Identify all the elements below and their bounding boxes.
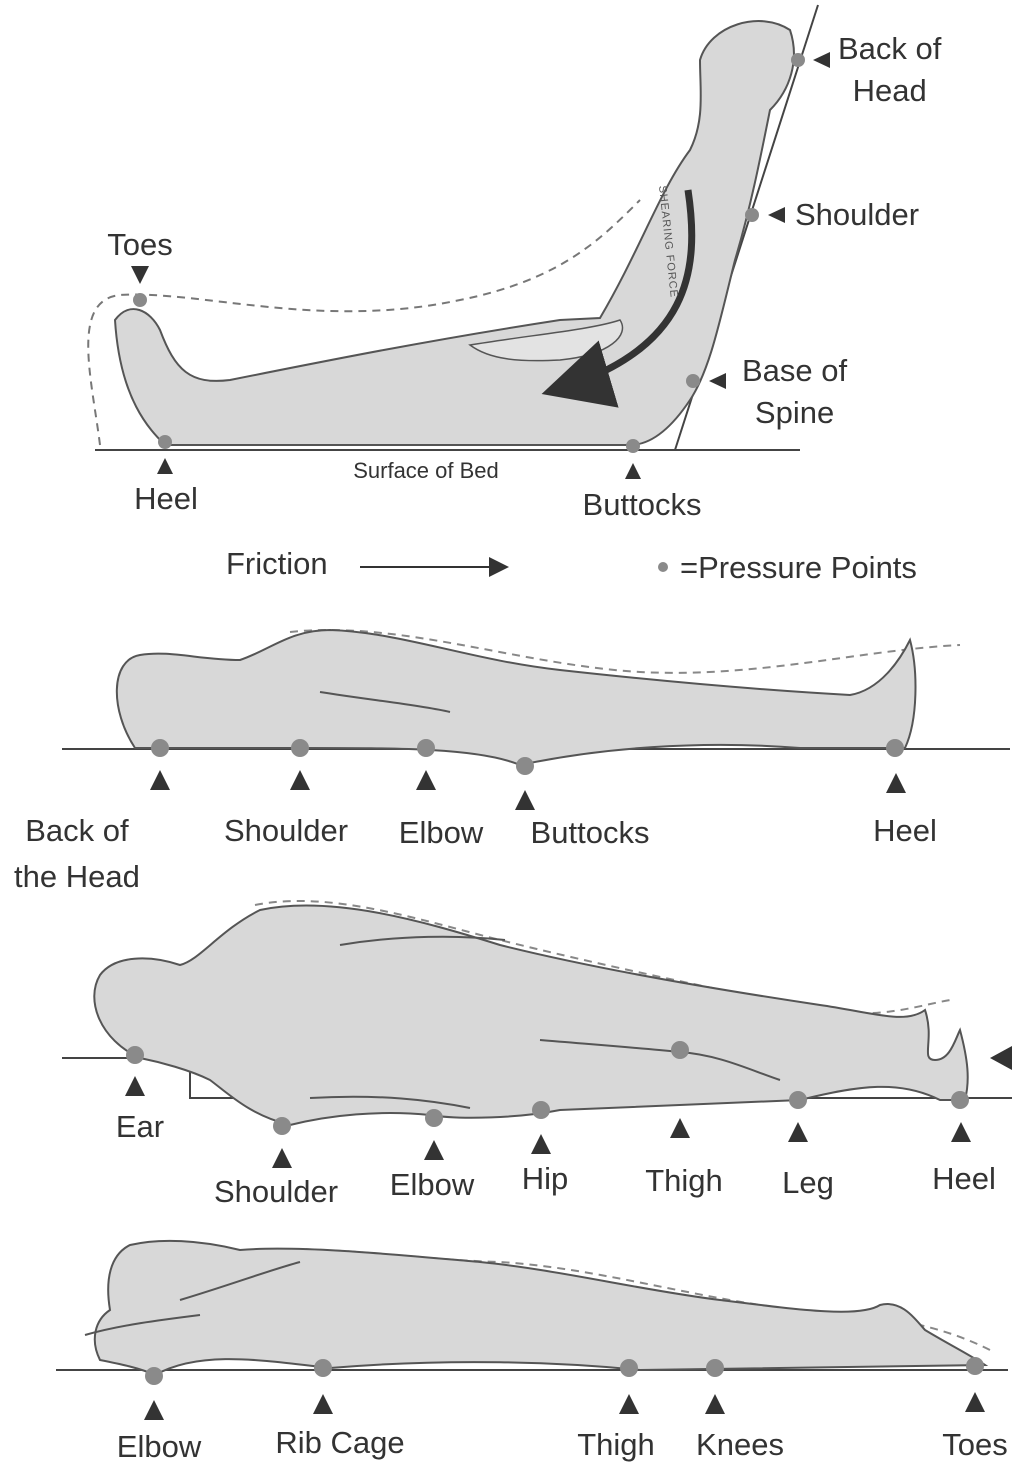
- label-toes-1: Toes: [107, 226, 172, 263]
- side-lying-body: [94, 905, 967, 1125]
- pressure-point-elbow-4: [145, 1367, 163, 1385]
- pointer-thigh-3: [670, 1118, 690, 1138]
- pressure-point-ear: [126, 1046, 144, 1064]
- label-shoulder-1: Shoulder: [795, 196, 919, 233]
- pointer-base-of-spine: [709, 373, 726, 389]
- label-shoulder-2: Shoulder: [224, 812, 348, 849]
- pressure-point-base-of-spine: [686, 374, 700, 388]
- label-toes-4: Toes: [942, 1426, 1007, 1463]
- pointer-toes-4: [965, 1392, 985, 1412]
- pressure-point-elbow-2: [417, 739, 435, 757]
- label-base-of-spine-line1: Base of: [742, 350, 847, 392]
- pressure-point-rib-cage: [314, 1359, 332, 1377]
- label-surface-of-bed: Surface of Bed: [353, 458, 499, 484]
- pointer-back-of-the-head: [150, 770, 170, 790]
- pointer-heel-3: [951, 1122, 971, 1142]
- pointer-buttocks-2: [515, 790, 535, 810]
- pointer-rib-cage: [313, 1394, 333, 1414]
- label-pressure-points-legend: =Pressure Points: [680, 549, 917, 586]
- pointer-shoulder-2: [290, 770, 310, 790]
- pointer-leg: [788, 1122, 808, 1142]
- pressure-point-knees: [706, 1359, 724, 1377]
- label-buttocks-2: Buttocks: [531, 814, 650, 851]
- label-heel-2: Heel: [873, 812, 937, 849]
- pressure-point-shoulder-2: [291, 739, 309, 757]
- pressure-point-thigh-4: [620, 1359, 638, 1377]
- label-elbow-3: Elbow: [390, 1166, 474, 1203]
- pressure-point-heel: [158, 435, 172, 449]
- pointer-shoulder: [768, 207, 785, 223]
- figure-prone: [56, 1241, 1008, 1420]
- label-friction: Friction: [226, 545, 328, 582]
- label-thigh-3: Thigh: [645, 1162, 723, 1199]
- pressure-point-toes-4: [966, 1357, 984, 1375]
- pressure-point-buttocks: [626, 439, 640, 453]
- pointer-thigh-4: [619, 1394, 639, 1414]
- legend-pressure-point-dot: [658, 562, 668, 572]
- label-buttocks-1: Buttocks: [583, 486, 702, 523]
- pointer-heel-2: [886, 773, 906, 793]
- pointer-back-of-head: [813, 52, 830, 68]
- label-shoulder-3: Shoulder: [214, 1173, 338, 1210]
- pointer-elbow-4: [144, 1400, 164, 1420]
- label-thigh-4: Thigh: [577, 1426, 655, 1463]
- pressure-point-elbow-3: [425, 1109, 443, 1127]
- pointer-toes: [131, 266, 149, 284]
- figure-seated: [88, 5, 830, 479]
- label-back-of-the-head-line1: Back of: [14, 808, 140, 854]
- pressure-point-back-of-head: [791, 53, 805, 67]
- label-back-of-head-line2: Head: [838, 70, 941, 112]
- label-hip: Hip: [522, 1160, 569, 1197]
- pointer-side-right: [990, 1046, 1012, 1070]
- pressure-point-heel-2: [886, 739, 904, 757]
- pointer-heel: [157, 458, 173, 474]
- label-knees: Knees: [696, 1426, 784, 1463]
- label-leg: Leg: [782, 1164, 834, 1201]
- pointer-buttocks: [625, 463, 641, 479]
- label-back-of-head-line1: Back of: [838, 28, 941, 70]
- pointer-knees: [705, 1394, 725, 1414]
- label-back-of-the-head-line2: the Head: [14, 854, 140, 900]
- pressure-point-toes: [133, 293, 147, 307]
- pressure-point-thigh-3: [671, 1041, 689, 1059]
- label-elbow-2: Elbow: [399, 814, 483, 851]
- prone-body: [95, 1241, 985, 1375]
- label-rib-cage: Rib Cage: [275, 1424, 404, 1461]
- label-heel-1: Heel: [134, 480, 198, 517]
- label-base-of-spine-line2: Spine: [742, 392, 847, 434]
- pressure-point-leg: [789, 1091, 807, 1109]
- pressure-point-heel-3: [951, 1091, 969, 1109]
- pressure-point-shoulder-3: [273, 1117, 291, 1135]
- label-back-of-the-head: Back of the Head: [14, 808, 140, 900]
- pointer-elbow-3: [424, 1140, 444, 1160]
- pressure-point-shoulder: [745, 208, 759, 222]
- pressure-point-hip: [532, 1101, 550, 1119]
- pointer-elbow-2: [416, 770, 436, 790]
- label-elbow-4: Elbow: [117, 1428, 201, 1465]
- label-back-of-head: Back of Head: [838, 28, 941, 112]
- pressure-point-buttocks-2: [516, 757, 534, 775]
- pointer-shoulder-3: [272, 1148, 292, 1168]
- pressure-point-back-of-the-head: [151, 739, 169, 757]
- label-ear: Ear: [116, 1108, 164, 1145]
- label-base-of-spine: Base of Spine: [742, 350, 847, 434]
- pointer-hip: [531, 1134, 551, 1154]
- figure-supine: [62, 630, 1010, 810]
- label-heel-3: Heel: [932, 1160, 996, 1197]
- supine-body: [117, 630, 916, 765]
- figure-side-lying: [62, 901, 1012, 1168]
- pointer-ear: [125, 1076, 145, 1096]
